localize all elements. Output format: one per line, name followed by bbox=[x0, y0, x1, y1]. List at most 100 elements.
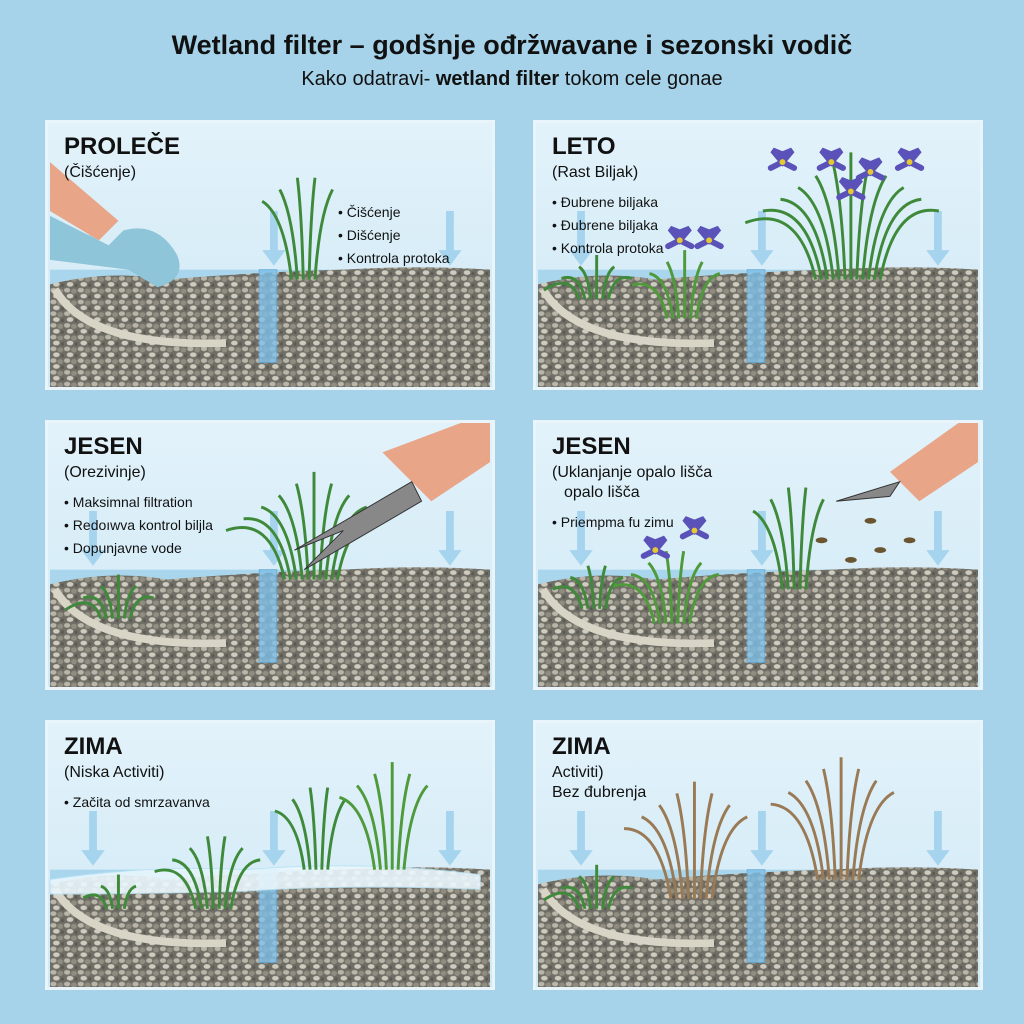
bullet-list: Đubrene biljakaĐubrene biljakaKontrola p… bbox=[552, 191, 664, 260]
pruning-shears-icon bbox=[294, 480, 423, 571]
plant-leaf bbox=[688, 573, 720, 624]
plant-leaf bbox=[100, 884, 115, 909]
plant-leaf bbox=[122, 884, 137, 909]
plant-leaf bbox=[658, 804, 685, 900]
plant-leaf bbox=[82, 595, 109, 619]
plant-leaf bbox=[744, 217, 818, 280]
iris-flower-icon bbox=[665, 225, 695, 250]
plant-leaf bbox=[569, 576, 590, 609]
plant-leaf bbox=[313, 188, 334, 280]
flow-arrow-icon bbox=[438, 811, 462, 866]
iris-flower-icon bbox=[894, 147, 925, 171]
subtitle-bold: wetland filter bbox=[435, 68, 560, 90]
wetland-illustration bbox=[50, 162, 490, 387]
bullet-item: Redoıwva kontrol biljla bbox=[64, 514, 213, 537]
flow-arrow-icon bbox=[262, 511, 286, 566]
bullet-item: Kontrola protoka bbox=[338, 247, 450, 270]
plant-leaf bbox=[878, 208, 940, 280]
iris-flower-icon bbox=[694, 225, 724, 250]
plant-leaf bbox=[867, 186, 905, 280]
plant-leaf bbox=[640, 815, 679, 900]
plant-leaf bbox=[82, 893, 109, 910]
plant-leaf bbox=[402, 784, 429, 870]
plant-leaf bbox=[586, 565, 596, 609]
plant-leaf bbox=[552, 585, 584, 610]
plant-leaf bbox=[128, 595, 155, 619]
plant-leaf bbox=[295, 177, 305, 280]
fallen-leaf bbox=[864, 517, 877, 524]
plant-leaf bbox=[631, 282, 669, 319]
bullet-item: Dopunjavne vode bbox=[64, 537, 213, 560]
season-title: JESEN bbox=[552, 433, 631, 460]
outlet-pipe bbox=[746, 269, 766, 364]
plant-leaf bbox=[260, 505, 298, 580]
plant-leaf bbox=[845, 768, 861, 880]
flow-arrow-icon bbox=[750, 211, 774, 266]
plant-leaf bbox=[814, 175, 841, 280]
liner bbox=[539, 587, 715, 648]
plant-leaf bbox=[786, 487, 796, 590]
flow-arrow-icon bbox=[262, 211, 286, 266]
fallen-leaf bbox=[845, 556, 857, 563]
plant-leaf bbox=[601, 265, 616, 300]
liner bbox=[51, 887, 227, 948]
iris-flower-icon bbox=[816, 147, 846, 171]
bullet-list: ČišćenjeDišćenjeKontrola protoka bbox=[338, 201, 450, 270]
page-subtitle: Kako odatravi- wetland filter tokom cele… bbox=[0, 68, 1024, 91]
hand-icon bbox=[382, 423, 490, 502]
bullet-list: Začita od smrzavanva bbox=[64, 791, 210, 814]
plant-leaf bbox=[780, 197, 829, 280]
plant-leaf bbox=[694, 272, 721, 319]
iris-flower-icon bbox=[640, 535, 670, 559]
liner bbox=[51, 587, 227, 648]
liner bbox=[539, 887, 715, 948]
plant-leaf bbox=[798, 487, 808, 590]
flow-arrow-icon bbox=[81, 811, 105, 866]
panel-text: LETO (Rast Biljak) Đubrene biljakaĐubrene … bbox=[552, 133, 664, 260]
plant-leaf bbox=[770, 802, 820, 880]
panel-subtitle-group: (Čišćenje) bbox=[64, 163, 180, 183]
bullet-list: Priempma fu zimu bbox=[552, 511, 712, 534]
flow-arrow-icon bbox=[569, 811, 593, 866]
plant-leaf bbox=[171, 858, 204, 910]
plant-leaf bbox=[682, 561, 703, 624]
plant-leaf bbox=[188, 847, 209, 909]
plant-leaf bbox=[243, 517, 292, 580]
plant-leaf bbox=[578, 265, 593, 300]
plant-leaf bbox=[99, 585, 115, 619]
plant-leaf bbox=[326, 798, 347, 870]
plant-leaf bbox=[606, 276, 633, 300]
plant-leaf bbox=[762, 208, 823, 280]
plant-leaf bbox=[154, 868, 198, 910]
plant-leaf bbox=[606, 885, 633, 910]
liner bbox=[51, 287, 227, 348]
plant-leaf bbox=[64, 601, 103, 620]
plant-leaf bbox=[647, 561, 668, 624]
plant-leaf bbox=[324, 494, 351, 580]
plant-leaf bbox=[274, 809, 306, 870]
plant-leaf bbox=[122, 585, 137, 619]
fallen-leaf bbox=[874, 547, 887, 554]
flow-arrow-icon bbox=[926, 511, 950, 566]
plant-leaf bbox=[543, 891, 581, 910]
bullet-item: Kontrola protoka bbox=[552, 237, 664, 260]
bullet-item: Čišćenje bbox=[338, 201, 450, 224]
plant-leaf bbox=[543, 281, 581, 300]
panel-subtitle: Activiti) bbox=[552, 764, 604, 781]
plant-leaf bbox=[861, 175, 888, 280]
plant-leaf bbox=[320, 787, 330, 870]
subtitle-text-end: tokom cele gonae bbox=[559, 68, 723, 90]
plant-leaf bbox=[561, 885, 587, 910]
wetland-illustration bbox=[538, 757, 978, 987]
bullet-item: Začita od smrzavanva bbox=[64, 791, 210, 814]
season-title: LETO bbox=[552, 133, 616, 160]
panel-subtitle: (Rast Biljak) bbox=[552, 164, 639, 181]
plant-leaf bbox=[623, 827, 673, 900]
bullet-item: Priempma fu zimu bbox=[552, 511, 712, 534]
plant-leaf bbox=[223, 847, 244, 909]
season-title: JESEN bbox=[64, 433, 143, 460]
flow-arrow-icon bbox=[569, 511, 593, 566]
